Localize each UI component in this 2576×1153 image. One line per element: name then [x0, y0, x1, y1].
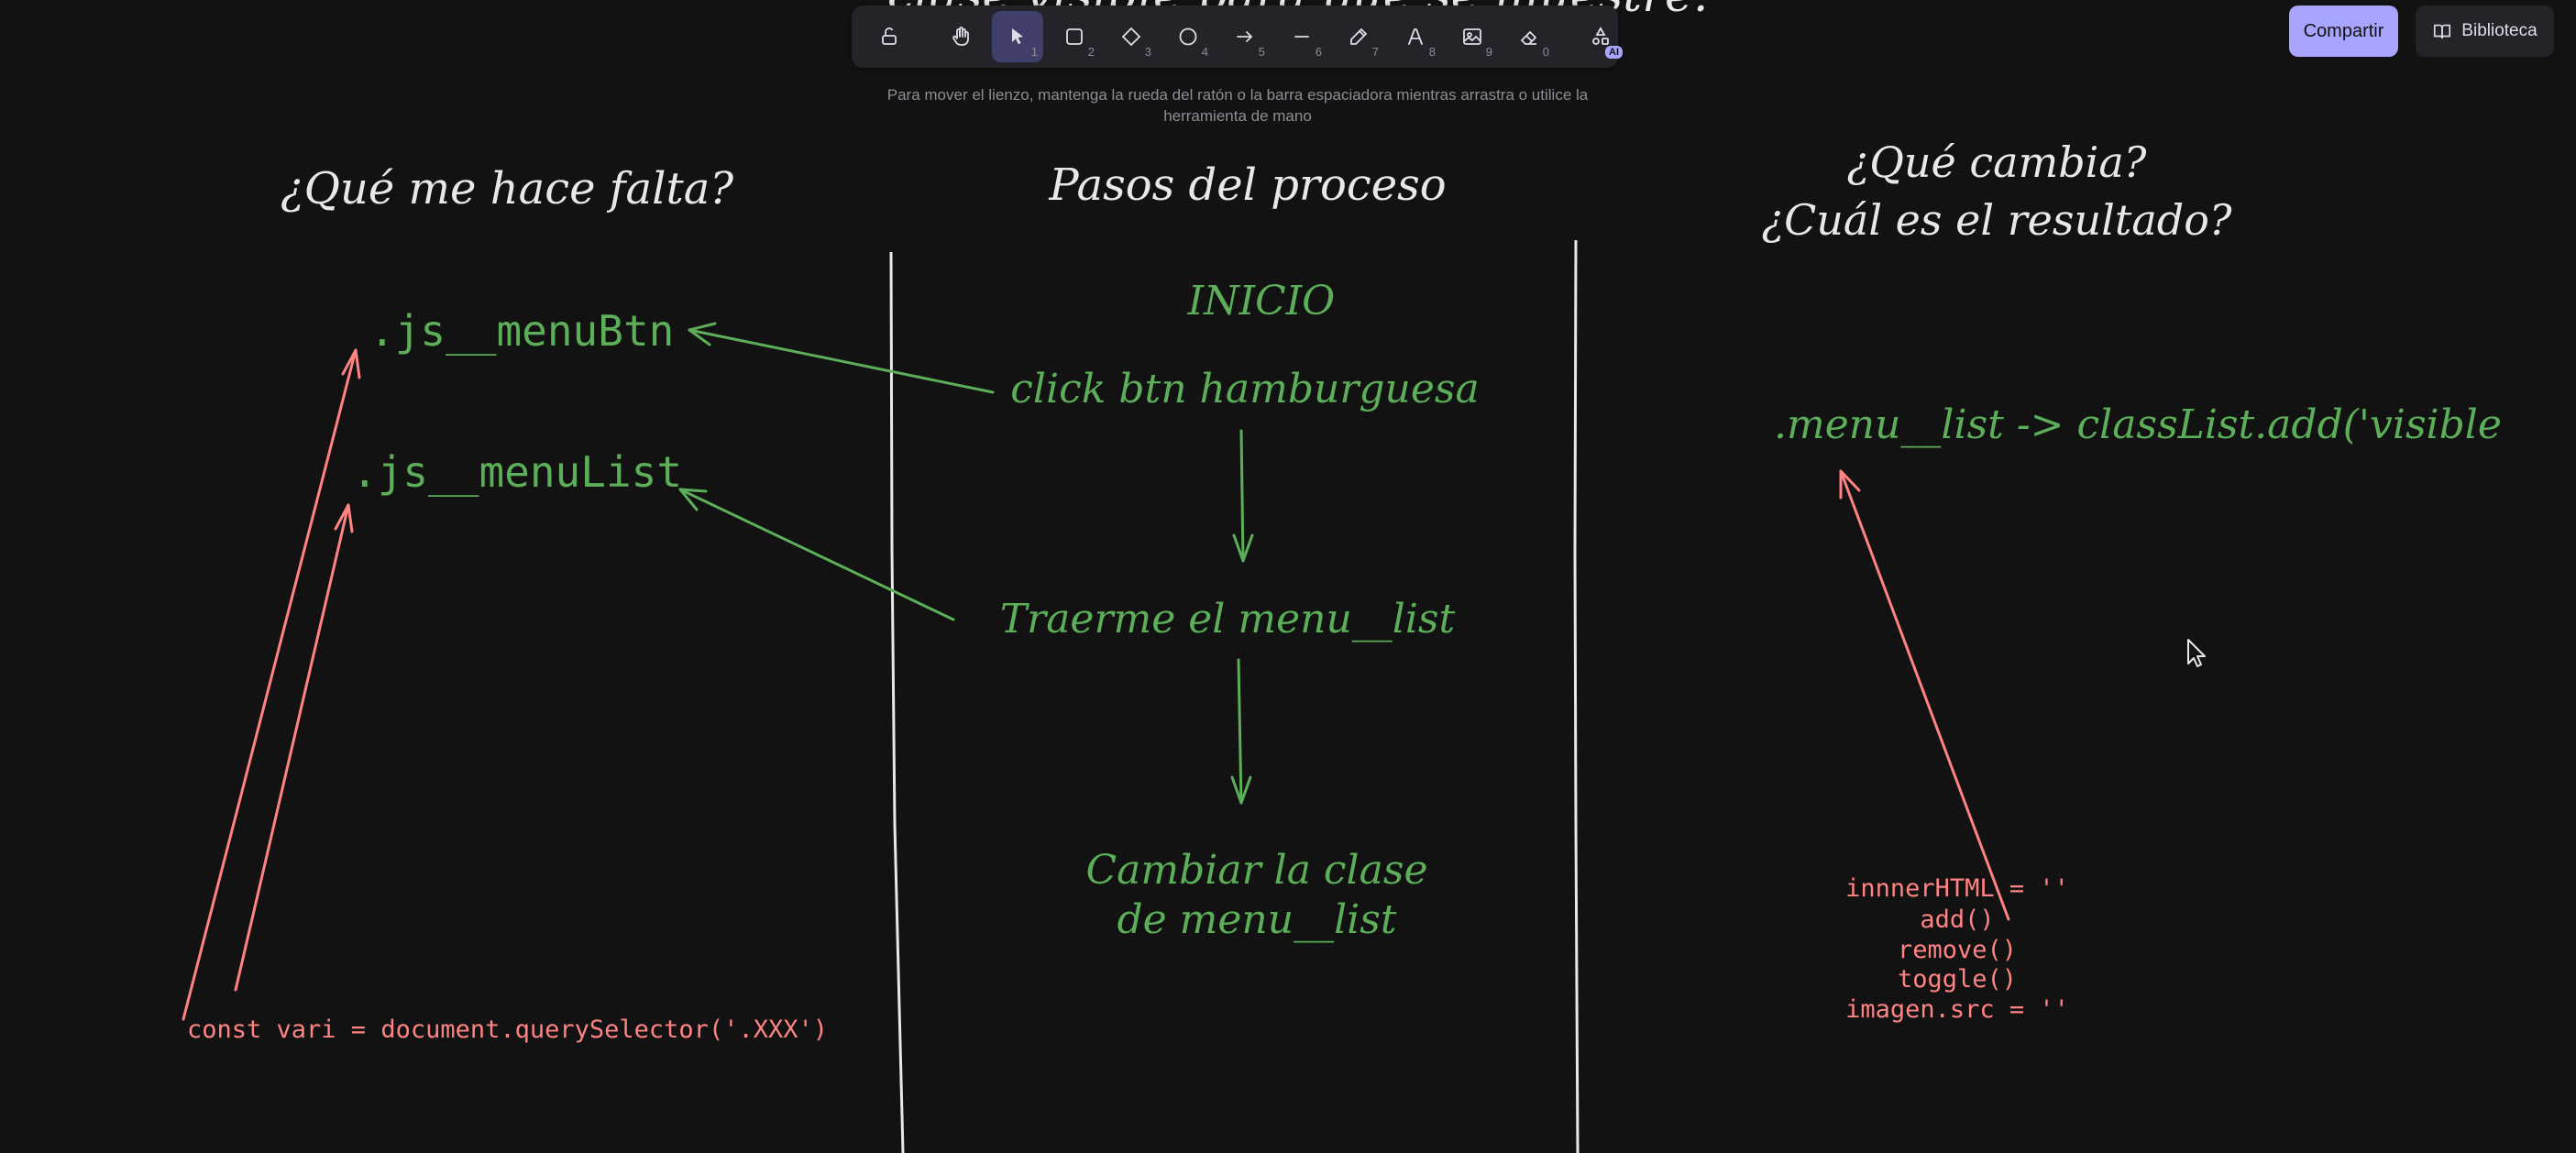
- library-button[interactable]: Biblioteca: [2416, 5, 2554, 57]
- tool-shortcut-key: 9: [1485, 45, 1492, 59]
- red-arrow-to-menubtn[interactable]: [182, 348, 361, 1021]
- selection-tool-button[interactable]: 1: [992, 11, 1043, 62]
- col3-title-line1[interactable]: ¿Qué cambia?: [1847, 137, 2147, 187]
- book-icon: [2434, 24, 2451, 39]
- code-right-line[interactable]: innnerHTML = '': [1845, 874, 2069, 903]
- ellipse-tool-button[interactable]: 4: [1162, 11, 1214, 62]
- col1-title[interactable]: ¿Qué me hace falta?: [281, 163, 734, 214]
- rectangle-tool-button[interactable]: 2: [1049, 11, 1100, 62]
- arrow-tool-button[interactable]: 5: [1219, 11, 1271, 62]
- lock-tool-button[interactable]: [864, 11, 915, 62]
- tool-shortcut-key: 7: [1371, 45, 1379, 59]
- step3-label-line1[interactable]: Cambiar la clase: [1086, 847, 1428, 894]
- library-label: Biblioteca: [2461, 21, 2537, 40]
- shapes-ai-icon: [1592, 27, 1609, 45]
- code-right-line[interactable]: imagen.src = '': [1845, 995, 2069, 1024]
- text-tool-button[interactable]: 8: [1390, 11, 1441, 62]
- step2-label[interactable]: Traerme el menu__list: [1000, 596, 1456, 642]
- tools-toolbar: 1 2 3 4 5 6 7 8 9 0 AI: [852, 5, 1623, 68]
- selection-icon: [1012, 28, 1023, 45]
- tool-shortcut-key: 6: [1315, 45, 1322, 59]
- tool-shortcut-key: 2: [1087, 45, 1095, 59]
- tool-shortcut-key: 8: [1428, 45, 1436, 59]
- image-tool-button[interactable]: 9: [1447, 11, 1498, 62]
- green-arrow-step2-to-menulist[interactable]: [678, 488, 955, 621]
- eraser-icon: [1521, 31, 1536, 45]
- code-right-list[interactable]: innnerHTML = '' add() remove() toggle() …: [1845, 874, 2069, 1024]
- divider-line-left[interactable]: [889, 251, 905, 1153]
- divider-line-right[interactable]: [1573, 239, 1580, 1153]
- code-right-line[interactable]: remove(): [1898, 936, 2017, 964]
- step1-label[interactable]: click btn hamburguesa: [1010, 366, 1479, 412]
- rectangle-icon: [1066, 28, 1083, 45]
- canvas-hint-text: Para mover el lienzo, mantenga la rueda …: [886, 86, 1589, 125]
- red-arrow-to-result[interactable]: [1839, 469, 2010, 921]
- arrow-icon: [1237, 31, 1253, 42]
- pencil-tool-button[interactable]: 7: [1333, 11, 1384, 62]
- diamond-icon: [1121, 27, 1141, 47]
- red-arrow-to-menulist[interactable]: [234, 503, 354, 992]
- hand-tool-button[interactable]: [935, 11, 986, 62]
- pencil-icon: [1350, 28, 1367, 45]
- diamond-tool-button[interactable]: 3: [1106, 11, 1157, 62]
- col3-title-line2[interactable]: ¿Cuál es el resultado?: [1761, 195, 2231, 245]
- more-shapes-ai-button[interactable]: AI: [1575, 11, 1626, 62]
- col2-title[interactable]: Pasos del proceso: [1048, 159, 1446, 211]
- ellipse-icon: [1179, 27, 1197, 46]
- line-icon: [1294, 36, 1309, 38]
- lock-icon: [882, 27, 897, 45]
- code-right-line[interactable]: add(): [1920, 906, 1994, 934]
- line-tool-button[interactable]: 6: [1276, 11, 1327, 62]
- menu-list-label[interactable]: .js__menuList: [352, 447, 682, 497]
- mouse-cursor-icon: [2187, 639, 2206, 667]
- tool-shortcut-key: 0: [1542, 45, 1549, 59]
- menu-btn-label[interactable]: .js__menuBtn: [369, 306, 674, 356]
- eraser-tool-button[interactable]: 0: [1503, 11, 1555, 62]
- tool-shortcut-key: 5: [1258, 45, 1265, 59]
- code-left-text[interactable]: const vari = document.querySelector('.XX…: [187, 1016, 828, 1044]
- tool-shortcut-key: 4: [1201, 45, 1208, 59]
- green-arrow-step1-to-step2[interactable]: [1232, 429, 1254, 563]
- image-icon: [1463, 28, 1481, 45]
- green-arrow-step1-to-menubtn[interactable]: [688, 322, 995, 394]
- ai-badge: AI: [1605, 46, 1623, 59]
- tool-shortcut-key: 1: [1030, 45, 1038, 59]
- tool-shortcut-key: 3: [1144, 45, 1151, 59]
- code-right-line[interactable]: toggle(): [1898, 965, 2017, 994]
- green-arrow-step2-to-step3[interactable]: [1230, 658, 1252, 805]
- step3-label-line2[interactable]: de menu__list: [1117, 896, 1396, 943]
- share-button[interactable]: Compartir: [2289, 5, 2398, 57]
- result-label[interactable]: .menu__list -> classList.add('visible: [1774, 401, 2502, 448]
- text-icon: [1408, 28, 1423, 45]
- hand-icon: [952, 27, 969, 46]
- inicio-label[interactable]: INICIO: [1187, 278, 1335, 324]
